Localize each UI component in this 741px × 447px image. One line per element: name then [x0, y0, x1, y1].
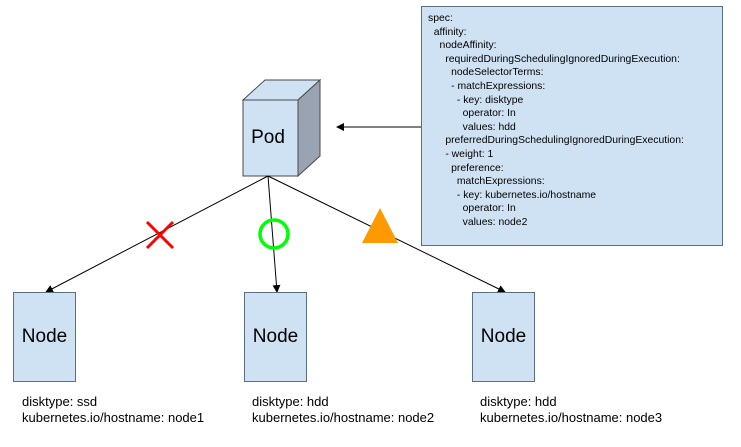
node-1-box: Node [13, 292, 76, 382]
node-3-info: disktype: hdd kubernetes.io/hostname: no… [480, 394, 662, 426]
spec-line: preferredDuringSchedulingIgnoredDuringEx… [428, 135, 684, 147]
node-3-box: Node [472, 292, 535, 382]
node-1-hostname: kubernetes.io/hostname: node1 [22, 410, 205, 425]
circle-icon [258, 218, 290, 250]
node-1-info: disktype: ssd kubernetes.io/hostname: no… [22, 394, 204, 426]
spec-line: values: hdd [428, 121, 516, 133]
node-2-box: Node [244, 292, 307, 382]
spec-line: operator: In [428, 108, 516, 120]
spec-line: preference: [428, 162, 504, 174]
node-1-disktype: disktype: ssd [22, 394, 98, 409]
node-2-info: disktype: hdd kubernetes.io/hostname: no… [252, 394, 434, 426]
affinity-spec-box: spec: affinity: nodeAffinity: requiredDu… [421, 6, 723, 246]
spec-line: - key: disktype [428, 94, 524, 106]
spec-line: affinity: [428, 26, 467, 38]
spec-line: - key: kubernetes.io/hostname [428, 189, 597, 201]
pod-label: Pod [251, 127, 285, 148]
node-1-label: Node [21, 326, 68, 347]
node-3-hostname: kubernetes.io/hostname: node3 [480, 410, 663, 425]
node-3-label: Node [480, 326, 527, 347]
spec-line: nodeSelectorTerms: [428, 67, 544, 79]
spec-line: - matchExpressions: [428, 80, 546, 92]
node-3-disktype: disktype: hdd [480, 394, 557, 409]
triangle-icon [362, 208, 398, 243]
node-2-label: Node [252, 326, 299, 347]
edge-pod-node2 [267, 175, 281, 293]
spec-line: - weight: 1 [428, 148, 494, 160]
node-2-hostname: kubernetes.io/hostname: node2 [252, 410, 435, 425]
spec-line: operator: In [428, 203, 516, 215]
spec-line: values: node2 [428, 216, 528, 228]
spec-line: matchExpressions: [428, 176, 545, 188]
spec-line: requiredDuringSchedulingIgnoredDuringExe… [428, 53, 680, 65]
node-2-disktype: disktype: hdd [252, 394, 329, 409]
spec-line: nodeAffinity: [428, 40, 497, 52]
cross-icon [145, 220, 175, 250]
spec-line: spec: [428, 13, 453, 24]
pod-box [241, 78, 322, 178]
